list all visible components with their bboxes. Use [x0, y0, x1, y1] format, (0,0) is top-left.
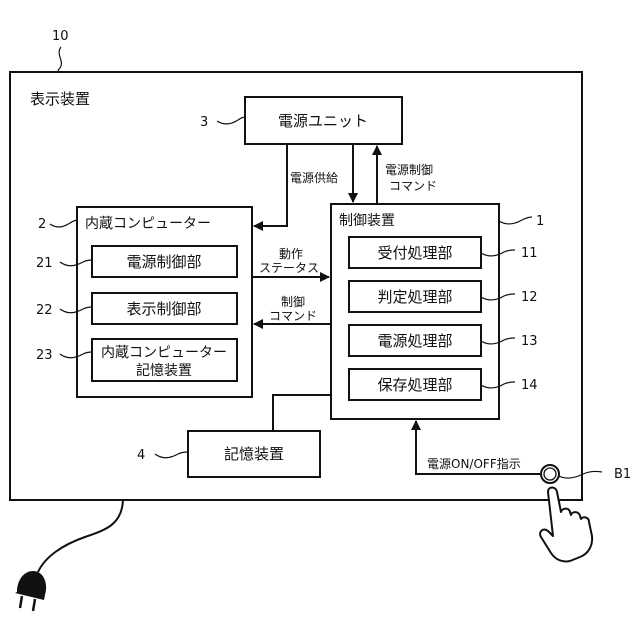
ref-1: 1 — [536, 214, 544, 229]
power-control-command-label-1: 電源制御 — [385, 162, 433, 177]
ref-4: 4 — [137, 448, 145, 463]
ref-23: 23 — [36, 348, 53, 363]
ref-10: 10 — [52, 29, 69, 44]
internal-computer-storage-label-2: 記憶装置 — [136, 362, 192, 379]
internal-computer-title: 内蔵コンピューター — [85, 216, 211, 232]
display-control-unit-label: 表示制御部 — [126, 300, 201, 318]
power-button-icon[interactable] — [541, 465, 559, 483]
control-command-label-2: コマンド — [269, 309, 317, 323]
ref-14: 14 — [521, 378, 538, 393]
power-onoff-label: 電源ON/OFF指示 — [427, 456, 521, 471]
storage-device-label: 記憶装置 — [224, 445, 284, 463]
ref-2: 2 — [38, 217, 46, 232]
controller-title: 制御装置 — [339, 213, 395, 229]
power-supply-label: 電源供給 — [290, 171, 338, 185]
power-control-command-label-2: コマンド — [389, 179, 437, 193]
power-unit-label: 電源ユニット — [278, 112, 368, 130]
power-processing-unit-label: 電源処理部 — [377, 332, 452, 350]
judgment-unit-label: 判定処理部 — [377, 288, 452, 306]
power-plug-icon — [15, 571, 46, 611]
ref-22: 22 — [36, 303, 53, 318]
ref-3: 3 — [200, 115, 208, 130]
operation-status-label-1: 動作 — [279, 247, 303, 261]
control-command-label-1: 制御 — [281, 294, 305, 309]
ref-b1: B1 — [614, 467, 631, 482]
display-device-title: 表示装置 — [30, 90, 90, 108]
power-control-unit-label: 電源制御部 — [126, 253, 201, 271]
reception-unit-label: 受付処理部 — [377, 244, 452, 262]
ref-13: 13 — [521, 334, 538, 349]
operation-status-label-2: ステータス — [259, 261, 319, 275]
internal-computer-storage-label-1: 内蔵コンピューター — [101, 345, 227, 361]
ref-21: 21 — [36, 256, 53, 271]
leader-10 — [58, 47, 62, 72]
ref-11: 11 — [521, 246, 538, 261]
ref-12: 12 — [521, 290, 538, 305]
storage-processing-unit-label: 保存処理部 — [377, 376, 452, 394]
power-cord — [38, 500, 123, 572]
